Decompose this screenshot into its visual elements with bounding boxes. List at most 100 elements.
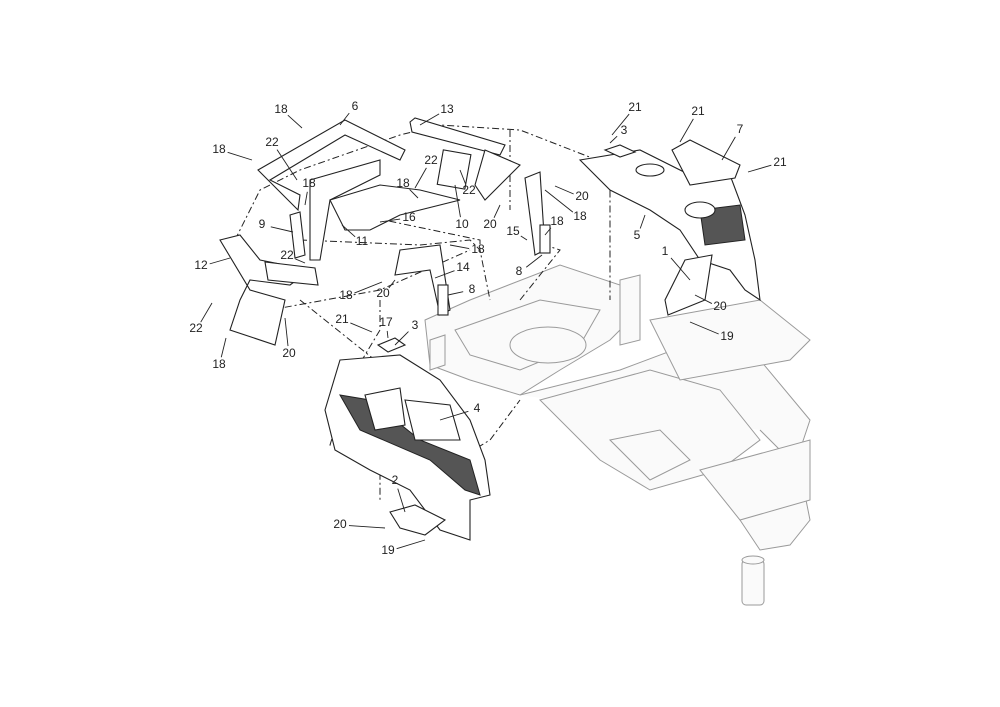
leader-line: [554, 185, 574, 195]
part-7: [671, 139, 741, 186]
leader-line: [639, 214, 646, 229]
callout-number: 20: [333, 517, 347, 531]
part-10: [436, 149, 472, 190]
callout-number: 22: [265, 135, 279, 149]
leader-line: [439, 410, 469, 421]
leader-line: [454, 184, 461, 218]
callout-number: 18: [550, 214, 564, 228]
leader-line: [689, 321, 719, 335]
leader-line: [350, 322, 373, 333]
lower-console: [324, 337, 491, 541]
callout-number: 18: [212, 357, 226, 371]
callout-number: 14: [456, 260, 470, 274]
leader-line: [414, 167, 427, 189]
callout-number: 18: [573, 209, 587, 223]
leader-line: [544, 227, 552, 236]
leader-line: [409, 189, 419, 199]
callout-number: 18: [274, 102, 288, 116]
leader-line: [419, 113, 440, 126]
leader-line: [670, 257, 691, 281]
leader-line: [434, 270, 455, 279]
callout-number: 15: [506, 224, 520, 238]
callout-number: 2: [392, 473, 399, 487]
leader-line: [354, 281, 383, 294]
callout-number: 22: [280, 248, 294, 262]
leader-line: [339, 112, 350, 126]
leader-line: [611, 113, 630, 136]
leader-line: [679, 118, 694, 143]
callout-number: 22: [424, 153, 438, 167]
leader-line: [447, 291, 464, 296]
leader-line: [276, 149, 298, 181]
leader-line: [609, 135, 618, 144]
callout-number: 6: [352, 99, 359, 113]
callout-number: 21: [773, 155, 787, 169]
leader-line: [295, 258, 306, 264]
callout-number: 19: [381, 543, 395, 557]
part-13: [409, 117, 506, 156]
leader-line: [388, 279, 396, 289]
leader-line: [525, 254, 543, 268]
callout-number: 7: [737, 122, 744, 136]
callout-number: 11: [356, 234, 369, 248]
callout-number: 1: [662, 244, 669, 258]
callout-number: 21: [628, 100, 642, 114]
leader-line: [449, 244, 470, 250]
part-12: [219, 234, 312, 346]
callout-number: 19: [720, 329, 734, 343]
callout-number: 18: [302, 176, 316, 190]
leader-line: [520, 235, 528, 241]
callout-number: 18: [212, 142, 226, 156]
leader-line: [220, 337, 227, 358]
callout-number: 13: [440, 102, 454, 116]
leader-line: [284, 317, 289, 347]
leader-line: [348, 525, 386, 529]
callout-number: 3: [412, 318, 419, 332]
callout-number: 8: [516, 264, 523, 278]
callout-number: 4: [474, 401, 481, 415]
callout-number: 12: [194, 258, 208, 272]
part-6: [257, 119, 406, 212]
callout-number: 18: [339, 288, 353, 302]
leader-line: [379, 218, 401, 223]
leader-line: [747, 164, 772, 173]
leader-line: [544, 189, 574, 213]
callout-number: 20: [713, 299, 727, 313]
callout-number: 21: [691, 104, 705, 118]
leader-line: [304, 191, 308, 206]
leader-line: [386, 330, 389, 339]
callout-number: 20: [282, 346, 296, 360]
leader-line: [394, 331, 409, 346]
leader-line: [200, 302, 213, 323]
leader-line: [397, 488, 406, 513]
callout-number: 16: [402, 210, 416, 224]
callout-number: 22: [462, 183, 476, 197]
callout-number: 22: [189, 321, 203, 335]
leader-line: [396, 539, 426, 550]
callout-number: 10: [455, 217, 469, 231]
part-9: [289, 211, 306, 259]
part-3-left: [376, 337, 407, 353]
leader-line: [721, 136, 736, 161]
callout-number: 8: [469, 282, 476, 296]
leader-line: [209, 257, 231, 265]
callout-number: 20: [376, 286, 390, 300]
part-1: [664, 254, 713, 316]
leader-line: [694, 294, 713, 304]
callout-number: 18: [396, 176, 410, 190]
callout-number: 3: [621, 123, 628, 137]
callout-number: 17: [379, 315, 393, 329]
callout-number: 20: [575, 189, 589, 203]
leader-line: [493, 204, 501, 219]
leader-line: [270, 226, 294, 233]
callout-number: 9: [259, 217, 266, 231]
right-console: [578, 139, 761, 316]
part-3-right: [603, 144, 637, 158]
left-parts: [219, 117, 551, 346]
leader-line: [287, 114, 303, 129]
chassis-frame: [424, 264, 811, 606]
callout-number: 20: [483, 217, 497, 231]
